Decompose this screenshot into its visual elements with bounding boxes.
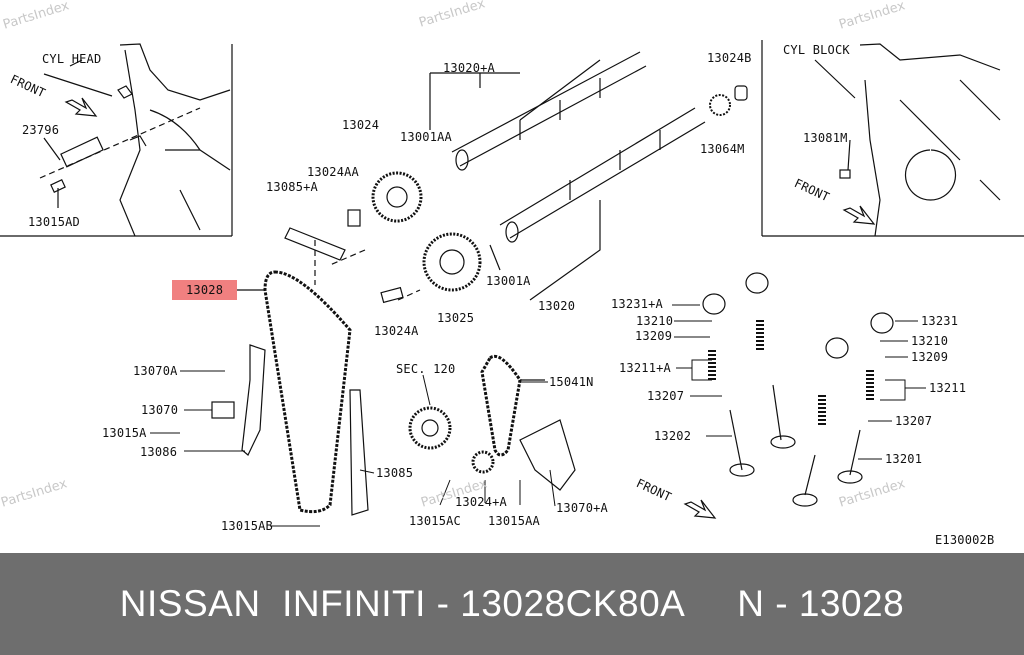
footer-title: NISSAN INFINITI - 13028CK80A N - 13028 (119, 583, 905, 624)
diagram-code: E130002B (935, 533, 995, 547)
part-label[interactable]: 13231 (921, 314, 959, 328)
camshafts (429, 51, 706, 301)
part-label[interactable]: 13085 (376, 466, 414, 480)
part-label[interactable]: 13201 (885, 452, 923, 466)
part-label[interactable]: 13209 (911, 350, 949, 364)
parts-diagram: PartsIndex PartsIndex PartsIndex PartsIn… (0, 0, 1024, 547)
part-label[interactable]: 13209 (635, 329, 673, 343)
part-label[interactable]: 13086 (140, 445, 178, 459)
part-label[interactable]: 13024+A (455, 495, 507, 509)
part-label[interactable]: 13231+A (611, 297, 663, 311)
part-label[interactable]: 13015A (102, 426, 147, 440)
part-label[interactable]: 23796 (22, 123, 60, 137)
part-label[interactable]: SEC. 120 (396, 362, 456, 376)
part-label[interactable]: 13070 (141, 403, 179, 417)
cyl-head-inset (0, 43, 233, 237)
cyl-head-label: CYL HEAD (42, 52, 102, 66)
part-label[interactable]: 13202 (654, 429, 692, 443)
part-label[interactable]: 13207 (647, 389, 685, 403)
part-label[interactable]: 13001A (486, 274, 531, 288)
part-number-footer: NISSAN INFINITI - 13028CK80A N - 13028 (0, 553, 1024, 655)
part-label[interactable]: 13210 (636, 314, 674, 328)
part-label[interactable]: 13015AB (221, 519, 273, 533)
part-label[interactable]: 13020+A (443, 61, 495, 75)
part-label[interactable]: 13024 (342, 118, 380, 132)
diagram-drawing (0, 40, 1024, 527)
timing-chain (236, 270, 545, 514)
part-label[interactable]: 13070A (133, 364, 178, 378)
part-label[interactable]: 13015AA (488, 514, 540, 528)
part-label[interactable]: 13085+A (266, 180, 318, 194)
chain-guides (211, 209, 576, 516)
part-label[interactable]: 15041N (549, 375, 594, 389)
part-label[interactable]: 13081M (803, 131, 848, 145)
gears (371, 85, 748, 474)
part-label[interactable]: 13025 (437, 311, 475, 325)
part-label[interactable]: 13211 (929, 381, 967, 395)
part-label[interactable]: 13024B (707, 51, 752, 65)
part-label[interactable]: 13020 (538, 299, 576, 313)
part-label[interactable]: 13024AA (307, 165, 359, 179)
part-label[interactable]: 13015AD (28, 215, 80, 229)
part-label[interactable]: 13211+A (619, 361, 671, 375)
leader-lines (150, 304, 926, 527)
part-label[interactable]: 13001AA (400, 130, 452, 144)
cyl-block-inset (761, 40, 1024, 237)
part-label[interactable]: 13210 (911, 334, 949, 348)
cyl-block-label: CYL BLOCK (783, 43, 850, 57)
part-label[interactable]: 13064M (700, 142, 745, 156)
highlighted-part-label[interactable]: 13028 (172, 280, 238, 300)
part-label[interactable]: 13207 (895, 414, 933, 428)
part-label[interactable]: 13015AC (409, 514, 461, 528)
valve-train (683, 272, 894, 519)
part-label[interactable]: 13070+A (556, 501, 608, 515)
part-label[interactable]: 13024A (374, 324, 419, 338)
